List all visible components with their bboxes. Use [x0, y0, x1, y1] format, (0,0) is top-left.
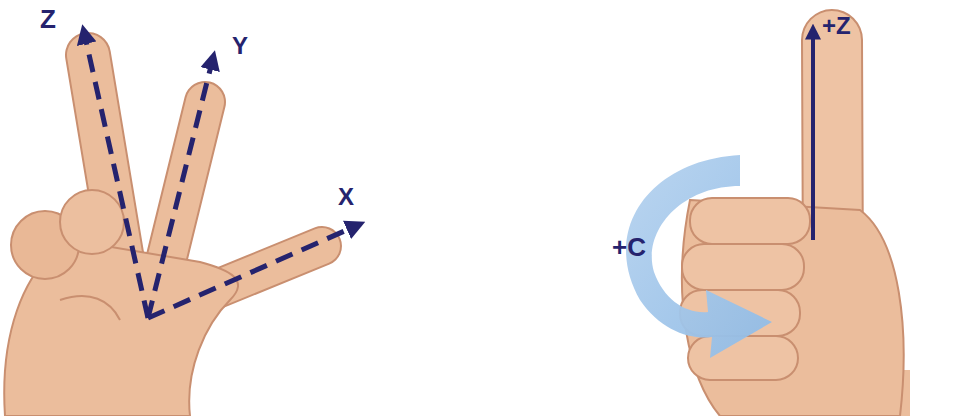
- axis-label: Z: [40, 6, 56, 32]
- right-hand: [680, 40, 910, 416]
- axis-arrows: [84, 32, 358, 318]
- axis-label: +C: [612, 234, 646, 260]
- left-hand: [4, 55, 322, 416]
- axis-label: +Z: [822, 14, 851, 38]
- rotation-arrow: [626, 155, 772, 358]
- axis-label: Y: [232, 34, 248, 58]
- axis-label: X: [338, 185, 354, 209]
- z-axis-line: [811, 30, 815, 240]
